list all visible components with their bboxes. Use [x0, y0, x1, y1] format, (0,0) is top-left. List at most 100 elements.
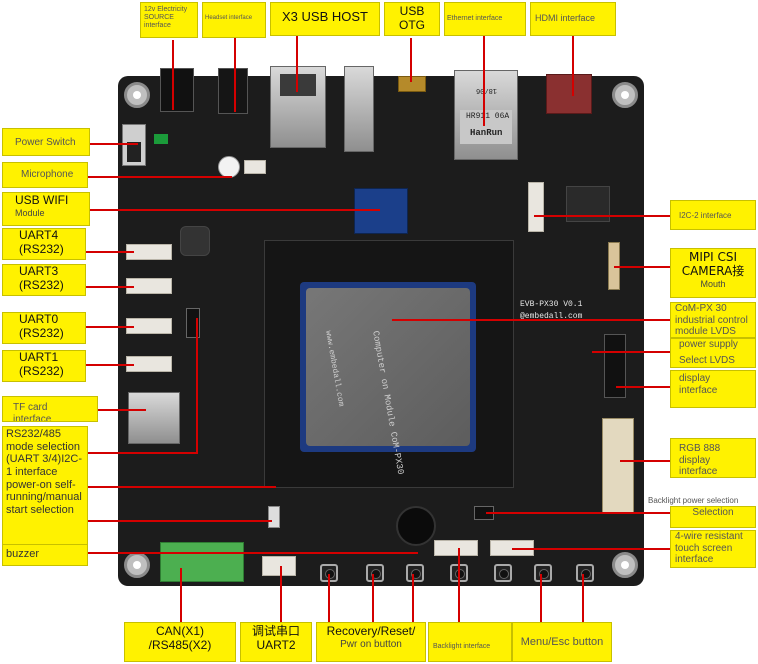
backlight-connector	[434, 540, 478, 556]
extra-button-2	[494, 564, 512, 582]
label-mipi-title: MIPI CSI CAMERA接	[681, 250, 745, 278]
pwr-on-button	[406, 564, 424, 582]
label-microphone: Microphone	[2, 162, 88, 188]
leader-rgb888	[620, 460, 670, 462]
label-backlight-power: Backlight power selection	[644, 494, 756, 508]
usb-otg-port	[398, 76, 426, 92]
label-12v-power-source: 12v Electricity SOURCE interface	[140, 2, 198, 38]
label-select-lvds: Select LVDS	[679, 354, 735, 366]
wifi-module	[354, 188, 408, 234]
rgb888-connector	[602, 418, 634, 514]
label-uart4: UART4 (RS232)	[2, 228, 86, 260]
leader-backlight-power	[486, 512, 670, 514]
label-uart1: UART1 (RS232)	[2, 350, 86, 382]
label-rgb888: RGB 888 display interface	[670, 438, 756, 478]
label-usb-wifi: USB WIFI Module	[2, 192, 90, 226]
leader-power-switch	[88, 143, 138, 145]
label-mipi-sub: Mouth	[700, 278, 726, 289]
leader-ethernet	[483, 34, 485, 126]
tf-card-slot	[128, 392, 180, 444]
leader-microphone	[86, 176, 232, 178]
menu-button	[534, 564, 552, 582]
mount-hole-bottom-left	[124, 552, 150, 578]
mic-connector	[244, 160, 266, 174]
label-i2c2-interface: I2C-2 interface	[670, 200, 756, 230]
board-model: EVB-PX30 V0.1	[520, 300, 583, 309]
label-can-rs485: CAN(X1) /RS485(X2)	[124, 622, 236, 662]
leader-com	[392, 319, 670, 321]
leader-reset	[372, 574, 374, 624]
label-uart0: UART0 (RS232)	[2, 312, 86, 344]
i2c2-connector	[528, 182, 544, 232]
mount-hole-top-left	[124, 82, 150, 108]
label-usb-wifi-sub: Module	[15, 207, 45, 218]
label-uart3: UART3 (RS232)	[2, 264, 86, 296]
label-ethernet-interface: Ethernet interface	[444, 2, 526, 36]
label-com-px30: CoM-PX 30 industrial control module LVDS	[670, 302, 756, 338]
usb-host-port-opening	[280, 74, 316, 96]
label-touch-screen: 4-wire resistant touch screen interface	[670, 530, 756, 568]
leader-i2c1	[88, 486, 276, 488]
power-switch-lever	[127, 142, 141, 162]
label-rs232-485-mode: RS232/485 mode selection (UART 3/4)I2C-1…	[2, 426, 88, 546]
label-pwr-on: Pwr on button	[340, 638, 402, 650]
leader-tf	[96, 409, 146, 411]
leader-wifi	[90, 209, 380, 211]
label-recovery-reset: Recovery/Reset/ Pwr on button	[316, 622, 426, 662]
leader-uart3	[84, 286, 134, 288]
label-debug-uart: 调试串口 UART2	[240, 622, 312, 662]
can-rs485-terminal	[160, 542, 244, 582]
label-buzzer: buzzer	[2, 544, 88, 566]
leader-buzzer	[46, 552, 418, 554]
leader-mode-v	[196, 318, 198, 454]
rj45-label	[460, 110, 512, 144]
dc-power-jack	[160, 68, 194, 112]
board-site: @embedall.com	[520, 312, 583, 321]
usb-host-port-2	[344, 66, 374, 152]
leader-esc	[582, 574, 584, 624]
label-usb-otg: USB OTG	[384, 2, 440, 36]
leader-headset	[234, 38, 236, 112]
label-power-supply-text: power supply	[679, 339, 738, 350]
reset-button	[366, 564, 384, 582]
leader-debug	[280, 566, 282, 622]
rj45-brand: HanRun	[470, 128, 503, 138]
headset-jack	[218, 68, 248, 114]
leader-mipi	[614, 266, 670, 268]
label-debug-uart-en: UART2	[256, 637, 296, 652]
leader-usb-otg	[410, 38, 412, 82]
leader-uart4	[84, 251, 134, 253]
rj45-date: 18/06	[476, 86, 498, 94]
core-module-shield	[306, 288, 470, 446]
leader-backlight-if	[458, 548, 460, 624]
lvds-header	[604, 334, 626, 398]
rj45-code: HR911 06A	[466, 112, 510, 121]
debug-uart-connector	[262, 556, 296, 576]
mount-hole-top-right	[612, 82, 638, 108]
leader-can	[180, 568, 182, 622]
label-debug-uart-cn: 调试串口	[251, 624, 300, 638]
label-backlight-interface: Backlight interface	[428, 622, 512, 662]
leader-menu	[540, 574, 542, 624]
label-usb-wifi-title: USB WIFI	[15, 193, 69, 207]
label-selection: Selection	[670, 506, 756, 528]
label-recovery-title: Recovery/Reset/	[326, 624, 416, 638]
leader-touch	[512, 548, 670, 550]
esc-button	[576, 564, 594, 582]
leader-selfrun	[88, 520, 272, 522]
leader-hdmi	[572, 36, 574, 96]
label-usb-host: X3 USB HOST	[270, 2, 380, 36]
label-mipi-csi: MIPI CSI CAMERA接 Mouth	[670, 248, 756, 298]
label-display-interface: display interface	[670, 370, 756, 408]
hdmi-port	[546, 74, 592, 114]
leader-lvds-power	[592, 351, 670, 353]
leader-mode-h	[88, 452, 196, 454]
leader-i2c2	[534, 215, 670, 217]
leader-12v	[172, 40, 174, 110]
label-headset-interface: Headset interface	[202, 2, 266, 38]
label-power-supply: power supply Select LVDS	[670, 338, 756, 368]
leader-usb-host	[296, 32, 298, 92]
leader-uart1	[84, 364, 134, 366]
label-power-switch: Power Switch	[2, 128, 90, 156]
buzzer-body	[396, 506, 436, 546]
